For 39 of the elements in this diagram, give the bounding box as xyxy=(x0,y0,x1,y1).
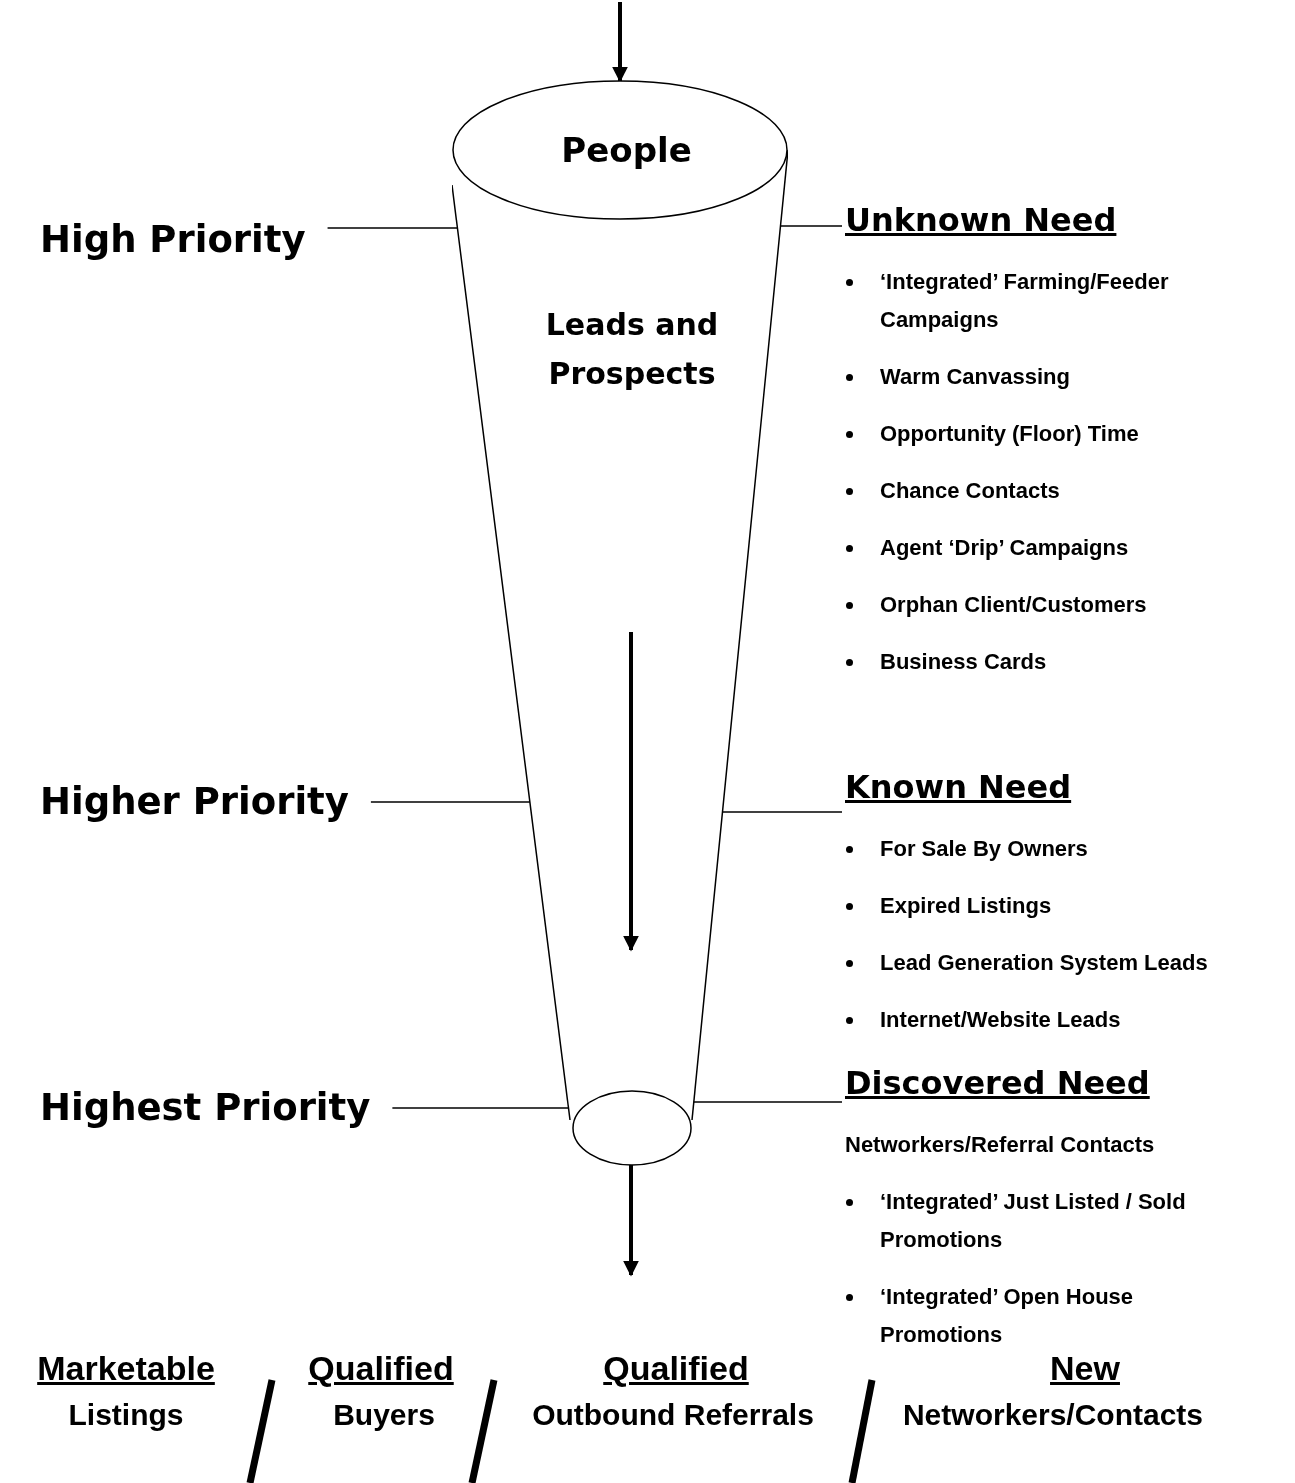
arrow xyxy=(623,1165,639,1277)
outcome-label: Listings xyxy=(68,1397,184,1433)
leader-line xyxy=(721,811,843,813)
bullet-item: Opportunity (Floor) Time xyxy=(880,420,1140,448)
bullet-item: Lead Generation System Leads xyxy=(880,949,1209,977)
section-heading: Discovered Need xyxy=(845,1063,1150,1104)
leader-line xyxy=(326,227,459,229)
funnel-label: Leads and Prospects xyxy=(544,306,720,393)
outcome-heading: Marketable xyxy=(37,1348,215,1388)
leader-line xyxy=(391,1107,570,1109)
bullet-item: Expired Listings xyxy=(880,892,1053,920)
bullet-item: Internet/Website Leads xyxy=(880,1006,1122,1034)
bullet-item: For Sale By Owners xyxy=(880,835,1089,863)
ellipse-label: People xyxy=(561,130,692,170)
bullet-item: ‘Integrated’ Just Listed / Sold Promotions xyxy=(880,1188,1187,1254)
top-ellipse xyxy=(452,80,788,220)
outcome-label: Networkers/Contacts xyxy=(902,1397,1204,1433)
bullet-item: Agent ‘Drip’ Campaigns xyxy=(880,534,1130,562)
section-heading: Unknown Need xyxy=(845,200,1117,241)
bullet-item: Warm Canvassing xyxy=(880,363,1071,391)
outcome-heading: New xyxy=(1050,1348,1120,1388)
bullet-item: ‘Integrated’ Farming/Feeder Campaigns xyxy=(880,268,1170,334)
bullet-item: Chance Contacts xyxy=(880,477,1061,505)
section-heading: Known Need xyxy=(845,767,1072,808)
leader-line xyxy=(693,1101,843,1103)
priority-label: Highest Priority xyxy=(40,1085,371,1131)
leader-line xyxy=(779,225,843,227)
arrow xyxy=(612,2,628,83)
bullet-item: Business Cards xyxy=(880,648,1048,676)
leader-line xyxy=(370,801,531,803)
priority-label: High Priority xyxy=(40,217,306,263)
outcome-label: Buyers xyxy=(333,1397,435,1433)
bullet-item: ‘Integrated’ Open House Promotions xyxy=(880,1283,1135,1349)
list-text: Networkers/Referral Contacts xyxy=(845,1131,1156,1159)
outcome-label: Outbound Referrals xyxy=(532,1397,814,1433)
outcome-heading: Qualified xyxy=(603,1348,749,1388)
bullet-item: Orphan Client/Customers xyxy=(880,591,1148,619)
priority-label: Higher Priority xyxy=(40,779,349,825)
outcome-heading: Qualified xyxy=(308,1348,454,1388)
